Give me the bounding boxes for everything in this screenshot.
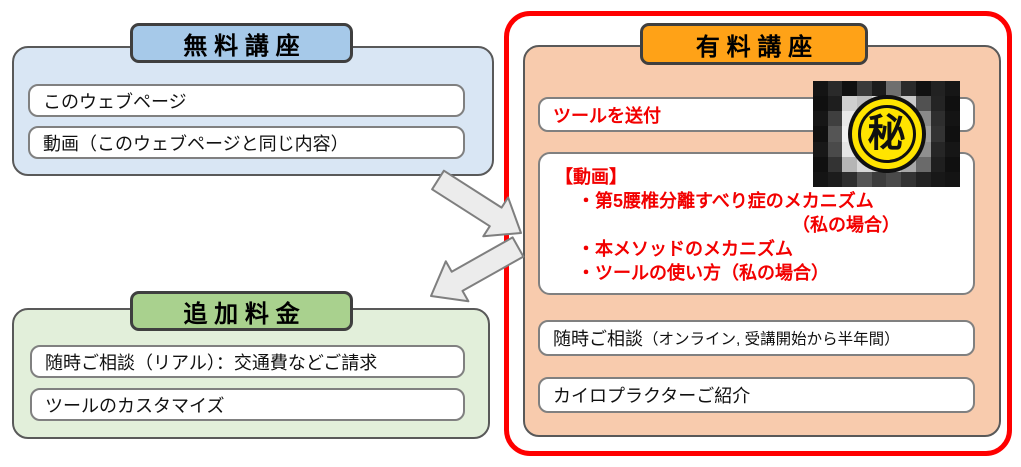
secret-stamp-text: 秘 — [867, 113, 906, 155]
paid-item-chiropractor: カイロプラクターご紹介 — [538, 377, 975, 413]
additional-fee-title: 追加料金 — [183, 300, 307, 328]
video-bullet-method: ・本メソッドのメカニズム — [577, 239, 793, 259]
paid-item-tool-label: ツールを送付 — [553, 105, 661, 126]
extra-item-customize-label: ツールのカスタマイズ — [45, 395, 225, 416]
secret-stamp-inner-ring: 秘 — [857, 105, 916, 163]
paid-item-consult-label: 随時ご相談 — [553, 329, 643, 349]
censored-image: 秘 — [813, 81, 960, 187]
free-course-title: 無料講座 — [183, 32, 307, 60]
additional-fee-header: 追加料金 — [130, 291, 353, 331]
free-course-header: 無料講座 — [130, 23, 353, 63]
video-bullet-tool-usage: ・ツールの使い方（私の場合） — [577, 263, 829, 283]
extra-item-consult-real: 随時ご相談（リアル）：交通費などご請求 — [30, 345, 465, 378]
paid-item-chiropractor-label: カイロプラクターご紹介 — [553, 386, 751, 406]
secret-stamp-icon: 秘 — [847, 95, 926, 173]
paid-item-consult-note: （オンライン, 受講開始から半年間） — [643, 331, 900, 348]
video-heading: 【動画】 — [555, 167, 627, 187]
paid-course-header: 有料講座 — [640, 23, 868, 65]
paid-course-title: 有料講座 — [695, 33, 819, 61]
paid-item-consult-online: 随時ご相談（オンライン, 受講開始から半年間） — [538, 320, 975, 356]
free-item-webpage: このウェブページ — [28, 84, 465, 117]
free-item-video-label: 動画（このウェブページと同じ内容） — [43, 133, 349, 154]
free-item-webpage-label: このウェブページ — [43, 91, 187, 112]
extra-item-consult-real-label: 随時ご相談（リアル）：交通費などご請求 — [45, 352, 378, 373]
extra-item-customize: ツールのカスタマイズ — [30, 388, 465, 421]
free-item-video: 動画（このウェブページと同じ内容） — [28, 126, 465, 159]
video-bullet-mechanism: ・第5腰椎分離すべり症のメカニズム — [577, 191, 874, 211]
video-bullet-my-case: （私の場合） — [792, 215, 900, 235]
